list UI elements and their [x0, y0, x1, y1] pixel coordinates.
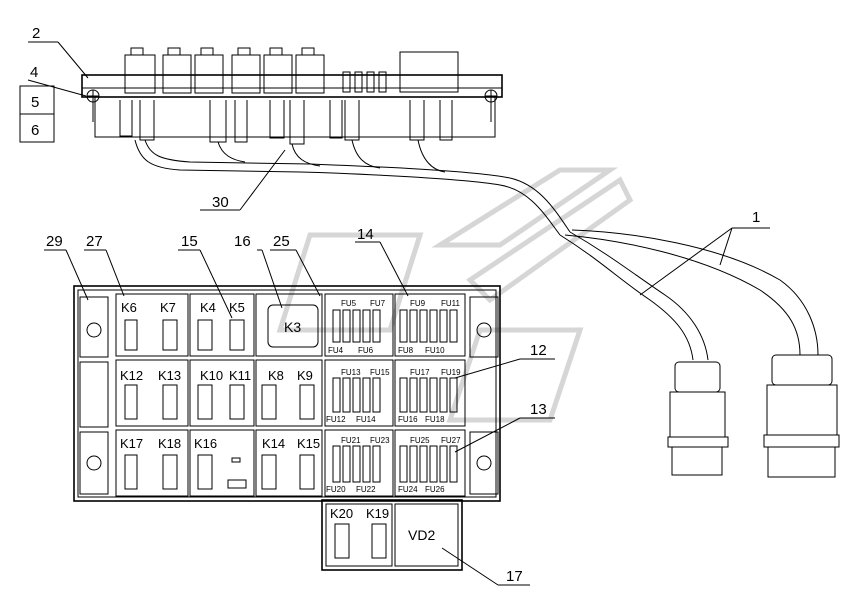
relay-k8: K8 — [268, 368, 284, 383]
fuse-fu4: FU4 — [328, 346, 344, 355]
fuse-fu5: FU5 — [341, 299, 357, 308]
relay-k20: K20 — [330, 506, 353, 521]
fuse-fu17: FU17 — [410, 368, 430, 377]
relay-k11: K11 — [229, 368, 251, 383]
callout-17: 17 — [506, 568, 523, 585]
fuse-fu10: FU10 — [425, 346, 445, 355]
callout-16: 16 — [234, 233, 251, 250]
top-harness-wires — [134, 139, 571, 236]
relay-labels: K6 K7 K4 K5 K3 K12 K13 K10 K11 K8 K9 K17… — [120, 300, 435, 543]
callout-4: 4 — [30, 64, 38, 81]
fuse-fu27: FU27 — [441, 436, 461, 445]
fuse-fu19: FU19 — [441, 368, 461, 377]
round-connector-right — [763, 354, 840, 478]
fuse-fu18: FU18 — [425, 415, 445, 424]
callout-13: 13 — [530, 401, 547, 418]
fuse-fu22: FU22 — [356, 485, 376, 494]
relay-k19: K19 — [366, 506, 389, 521]
callout-6: 6 — [31, 122, 39, 139]
fuse-fu9: FU9 — [410, 299, 426, 308]
fuse-fu11: FU11 — [441, 299, 461, 308]
relay-k18: K18 — [158, 436, 181, 451]
fuse-fu13: FU13 — [341, 368, 361, 377]
callout-2: 2 — [32, 25, 40, 42]
relay-k9: K9 — [297, 368, 313, 383]
relay-k4: K4 — [200, 300, 216, 315]
relay-k16: K16 — [194, 436, 217, 451]
relay-k10: K10 — [200, 368, 223, 383]
callout-27: 27 — [86, 233, 103, 250]
callout-15: 15 — [181, 233, 198, 250]
fuse-fu7: FU7 — [370, 299, 386, 308]
fuse-fu25: FU25 — [410, 436, 430, 445]
callout-29: 29 — [46, 233, 63, 250]
main-harness — [559, 229, 819, 361]
callout-labels: 2 4 5 6 30 29 27 15 16 25 14 1 12 13 17 — [30, 25, 760, 585]
relay-k13: K13 — [158, 368, 181, 383]
fuse-fu8: FU8 — [398, 346, 414, 355]
fuse-fu14: FU14 — [356, 415, 376, 424]
fuse-labels: FU5 FU7 FU9 FU11 FU4 FU6 FU8 FU10 FU13 F… — [326, 299, 461, 494]
callout-14: 14 — [357, 226, 374, 243]
relay-k15: K15 — [297, 436, 320, 451]
relay-k6: K6 — [121, 300, 137, 315]
leader-lines — [19, 41, 770, 586]
fuse-fu6: FU6 — [358, 346, 374, 355]
relay-k3: K3 — [284, 319, 301, 335]
fuse-fu20: FU20 — [326, 485, 346, 494]
fuse-fu12: FU12 — [326, 415, 346, 424]
fuse-fu26: FU26 — [425, 485, 445, 494]
callout-1: 1 — [752, 209, 760, 226]
callout-12: 12 — [530, 342, 547, 359]
relay-k17: K17 — [120, 436, 143, 451]
round-connector-left — [667, 361, 729, 476]
callout-30: 30 — [212, 194, 229, 211]
relay-k12: K12 — [120, 368, 143, 383]
fuse-fu21: FU21 — [341, 436, 361, 445]
fuse-fu24: FU24 — [398, 485, 418, 494]
watermark — [276, 167, 634, 423]
relay-k7: K7 — [160, 300, 176, 315]
fuse-fu15: FU15 — [370, 368, 390, 377]
callout-25: 25 — [273, 233, 290, 250]
callout-5: 5 — [31, 94, 39, 111]
fuse-box — [73, 285, 501, 571]
relay-k5: K5 — [229, 300, 245, 315]
diode-vd2: VD2 — [408, 527, 435, 543]
fuse-fu16: FU16 — [398, 415, 418, 424]
fuse-fu23: FU23 — [370, 436, 390, 445]
connector-block — [81, 47, 503, 145]
relay-k14: K14 — [262, 436, 285, 451]
